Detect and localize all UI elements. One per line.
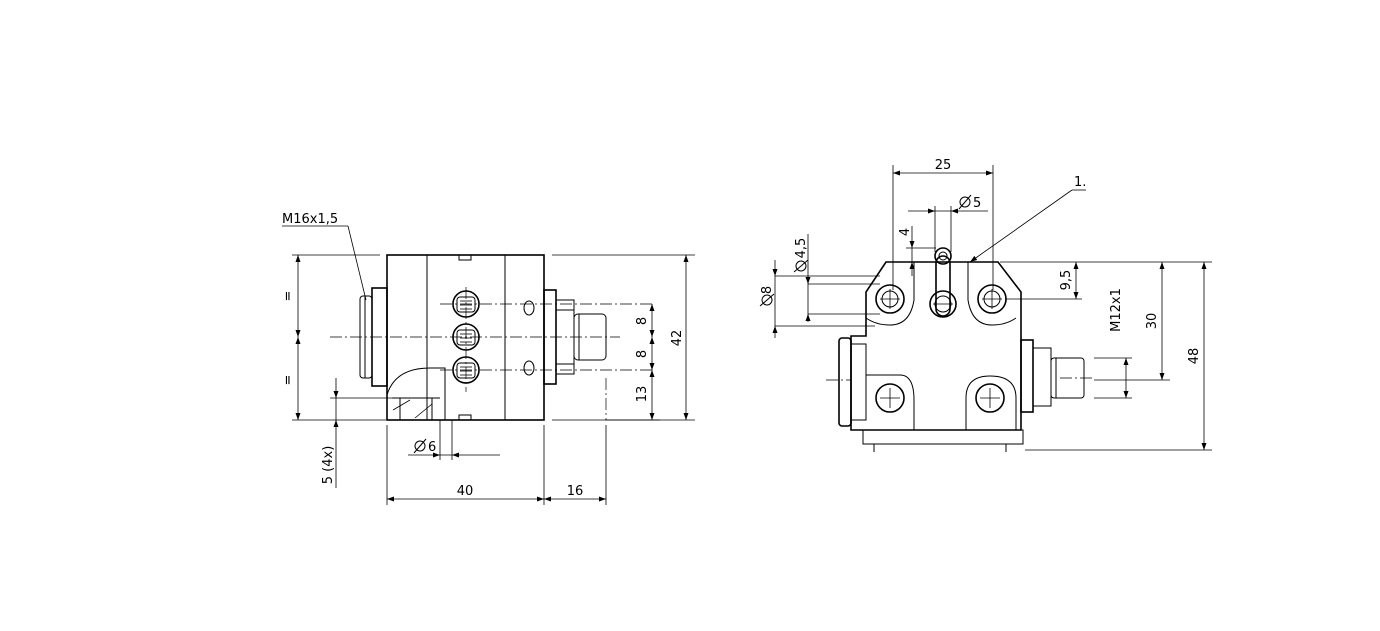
diameter-symbol-6 bbox=[413, 438, 427, 454]
dim-48: 48 bbox=[1187, 348, 1202, 365]
dim-30: 30 bbox=[1145, 313, 1160, 330]
diameter-symbol-8 bbox=[759, 293, 775, 307]
dim-height-42: 42 bbox=[670, 330, 685, 347]
front-body-outline bbox=[386, 254, 545, 421]
dim-equal-bottom: = bbox=[281, 375, 296, 386]
roller-lever bbox=[929, 247, 957, 318]
mount-hole-bottom-right bbox=[975, 383, 1005, 413]
connector-thread-m12: M12x1 bbox=[1109, 288, 1124, 332]
side-connector bbox=[1020, 339, 1034, 413]
callout-1: 1. bbox=[1074, 175, 1086, 190]
dim-pitch-8-upper: 8 bbox=[635, 317, 650, 325]
dim-holes-5-4x: 5 (4x) bbox=[321, 446, 336, 485]
dim-pitch-8-lower: 8 bbox=[635, 350, 650, 358]
diameter-symbol-5 bbox=[958, 194, 972, 210]
dim-9-5: 9,5 bbox=[1059, 270, 1074, 291]
dim-top-width-25: 25 bbox=[935, 158, 952, 173]
dim-roller-5: 5 bbox=[973, 196, 981, 211]
dim-plug-16: 16 bbox=[567, 484, 584, 499]
mount-hole-bottom-left bbox=[875, 383, 905, 413]
side-centerlines bbox=[826, 289, 1094, 408]
dim-hole-4-5: 4,5 bbox=[794, 238, 809, 259]
dim-bottom-13: 13 bbox=[635, 386, 650, 403]
side-view: 25 5 4 1. 4,5 bbox=[759, 158, 1212, 452]
thread-label-m16: M16x1,5 bbox=[282, 212, 338, 227]
dim-hole-8: 8 bbox=[760, 286, 775, 294]
front-view: 42 8 8 13 = = M16x1,5 5 (4x) bbox=[281, 212, 695, 505]
dim-width-40: 40 bbox=[457, 484, 474, 499]
mount-hole-left bbox=[875, 284, 905, 314]
diameter-symbol-4-5 bbox=[793, 259, 809, 273]
dim-hole-6: 6 bbox=[428, 440, 436, 455]
dim-offset-4: 4 bbox=[898, 228, 913, 236]
dim-equal-top: = bbox=[281, 291, 296, 302]
